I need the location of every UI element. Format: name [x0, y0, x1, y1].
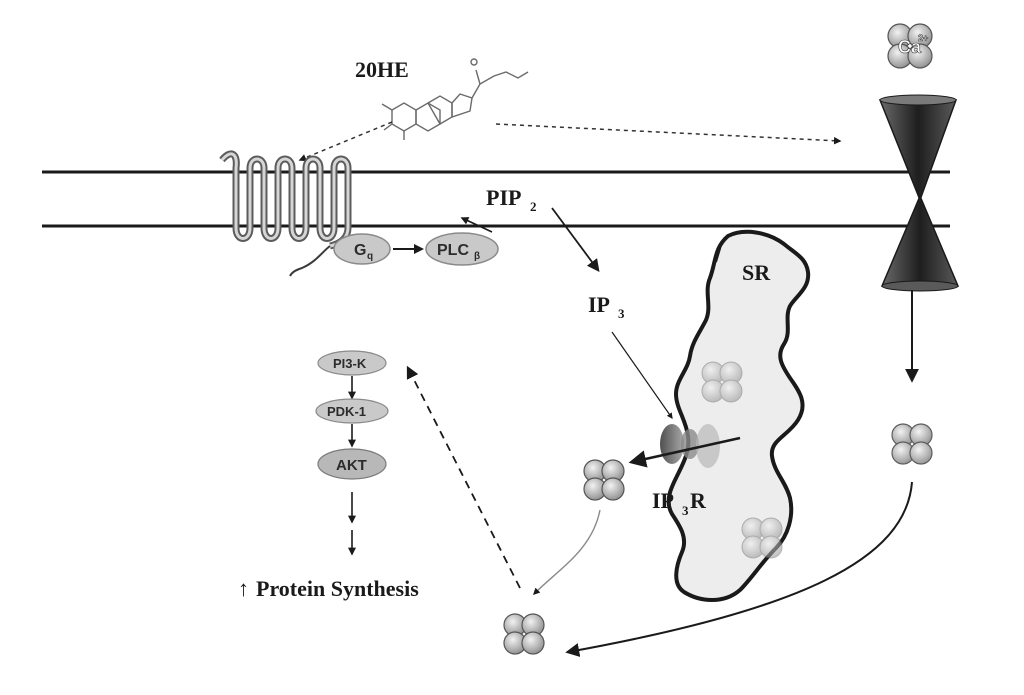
akt-node: AKT: [317, 448, 387, 480]
influx-to-pool-arrow: [565, 481, 913, 657]
hormone-to-channel-arrow: [495, 123, 842, 145]
plc-subscript: β: [474, 251, 480, 262]
gq-label: G: [354, 242, 366, 259]
ip3r-subscript: 3: [682, 503, 689, 518]
released-to-pool-arrow: [533, 509, 601, 595]
sarcoplasmic-reticulum: [666, 229, 811, 602]
sr-release-arrow: [628, 436, 741, 468]
pi3k-node: PI3-K: [317, 350, 387, 376]
calcium-to-pi3k-arrow: [406, 365, 521, 589]
protein-synthesis-label: Protein Synthesis: [256, 576, 419, 601]
pi3k-label: PI3-K: [333, 356, 367, 371]
pip2-subscript: 2: [530, 199, 537, 214]
akt-label: AKT: [336, 457, 367, 474]
hormone-label: 20HE: [355, 57, 409, 82]
calcium-ion-released: [583, 459, 625, 501]
plasma-membrane: [42, 170, 950, 228]
gq-subscript: q: [367, 251, 373, 262]
pip2-label: PIP: [486, 185, 521, 210]
gpcr-receptor-icon: [219, 150, 352, 277]
calcium-ion-extracellular: Ca 2+: [887, 23, 933, 69]
calcium-ion-sr-upper: [701, 361, 743, 403]
calcium-charge-label: 2+: [918, 33, 928, 43]
plc-beta-enzyme: PLC β: [425, 232, 499, 266]
increase-arrow-icon: ↑: [238, 576, 249, 601]
calcium-channel-icon: [878, 94, 960, 292]
sr-label: SR: [742, 260, 771, 285]
pdk1-node: PDK-1: [315, 398, 389, 424]
ip3r-suffix: R: [690, 488, 707, 513]
plc-label: PLC: [437, 242, 469, 259]
ip3r-label: IP: [652, 488, 674, 513]
steroid-structure-icon: [381, 58, 529, 140]
gq-protein: G q: [333, 233, 391, 265]
plc-to-pip2-arrow: [460, 217, 493, 233]
pip2-to-ip3-arrow: [551, 207, 600, 273]
ip3-label: IP: [588, 292, 610, 317]
calcium-label: Ca: [898, 37, 922, 57]
ip3-to-receptor-arrow: [611, 331, 673, 419]
calcium-ion-sr-lower: [741, 517, 783, 559]
calcium-ion-cytosolic-right: [891, 423, 933, 465]
calcium-ion-pooled: [503, 613, 545, 655]
pdk1-label: PDK-1: [327, 404, 366, 419]
ip3-subscript: 3: [618, 306, 625, 321]
hormone-to-receptor-arrow: [298, 121, 393, 162]
